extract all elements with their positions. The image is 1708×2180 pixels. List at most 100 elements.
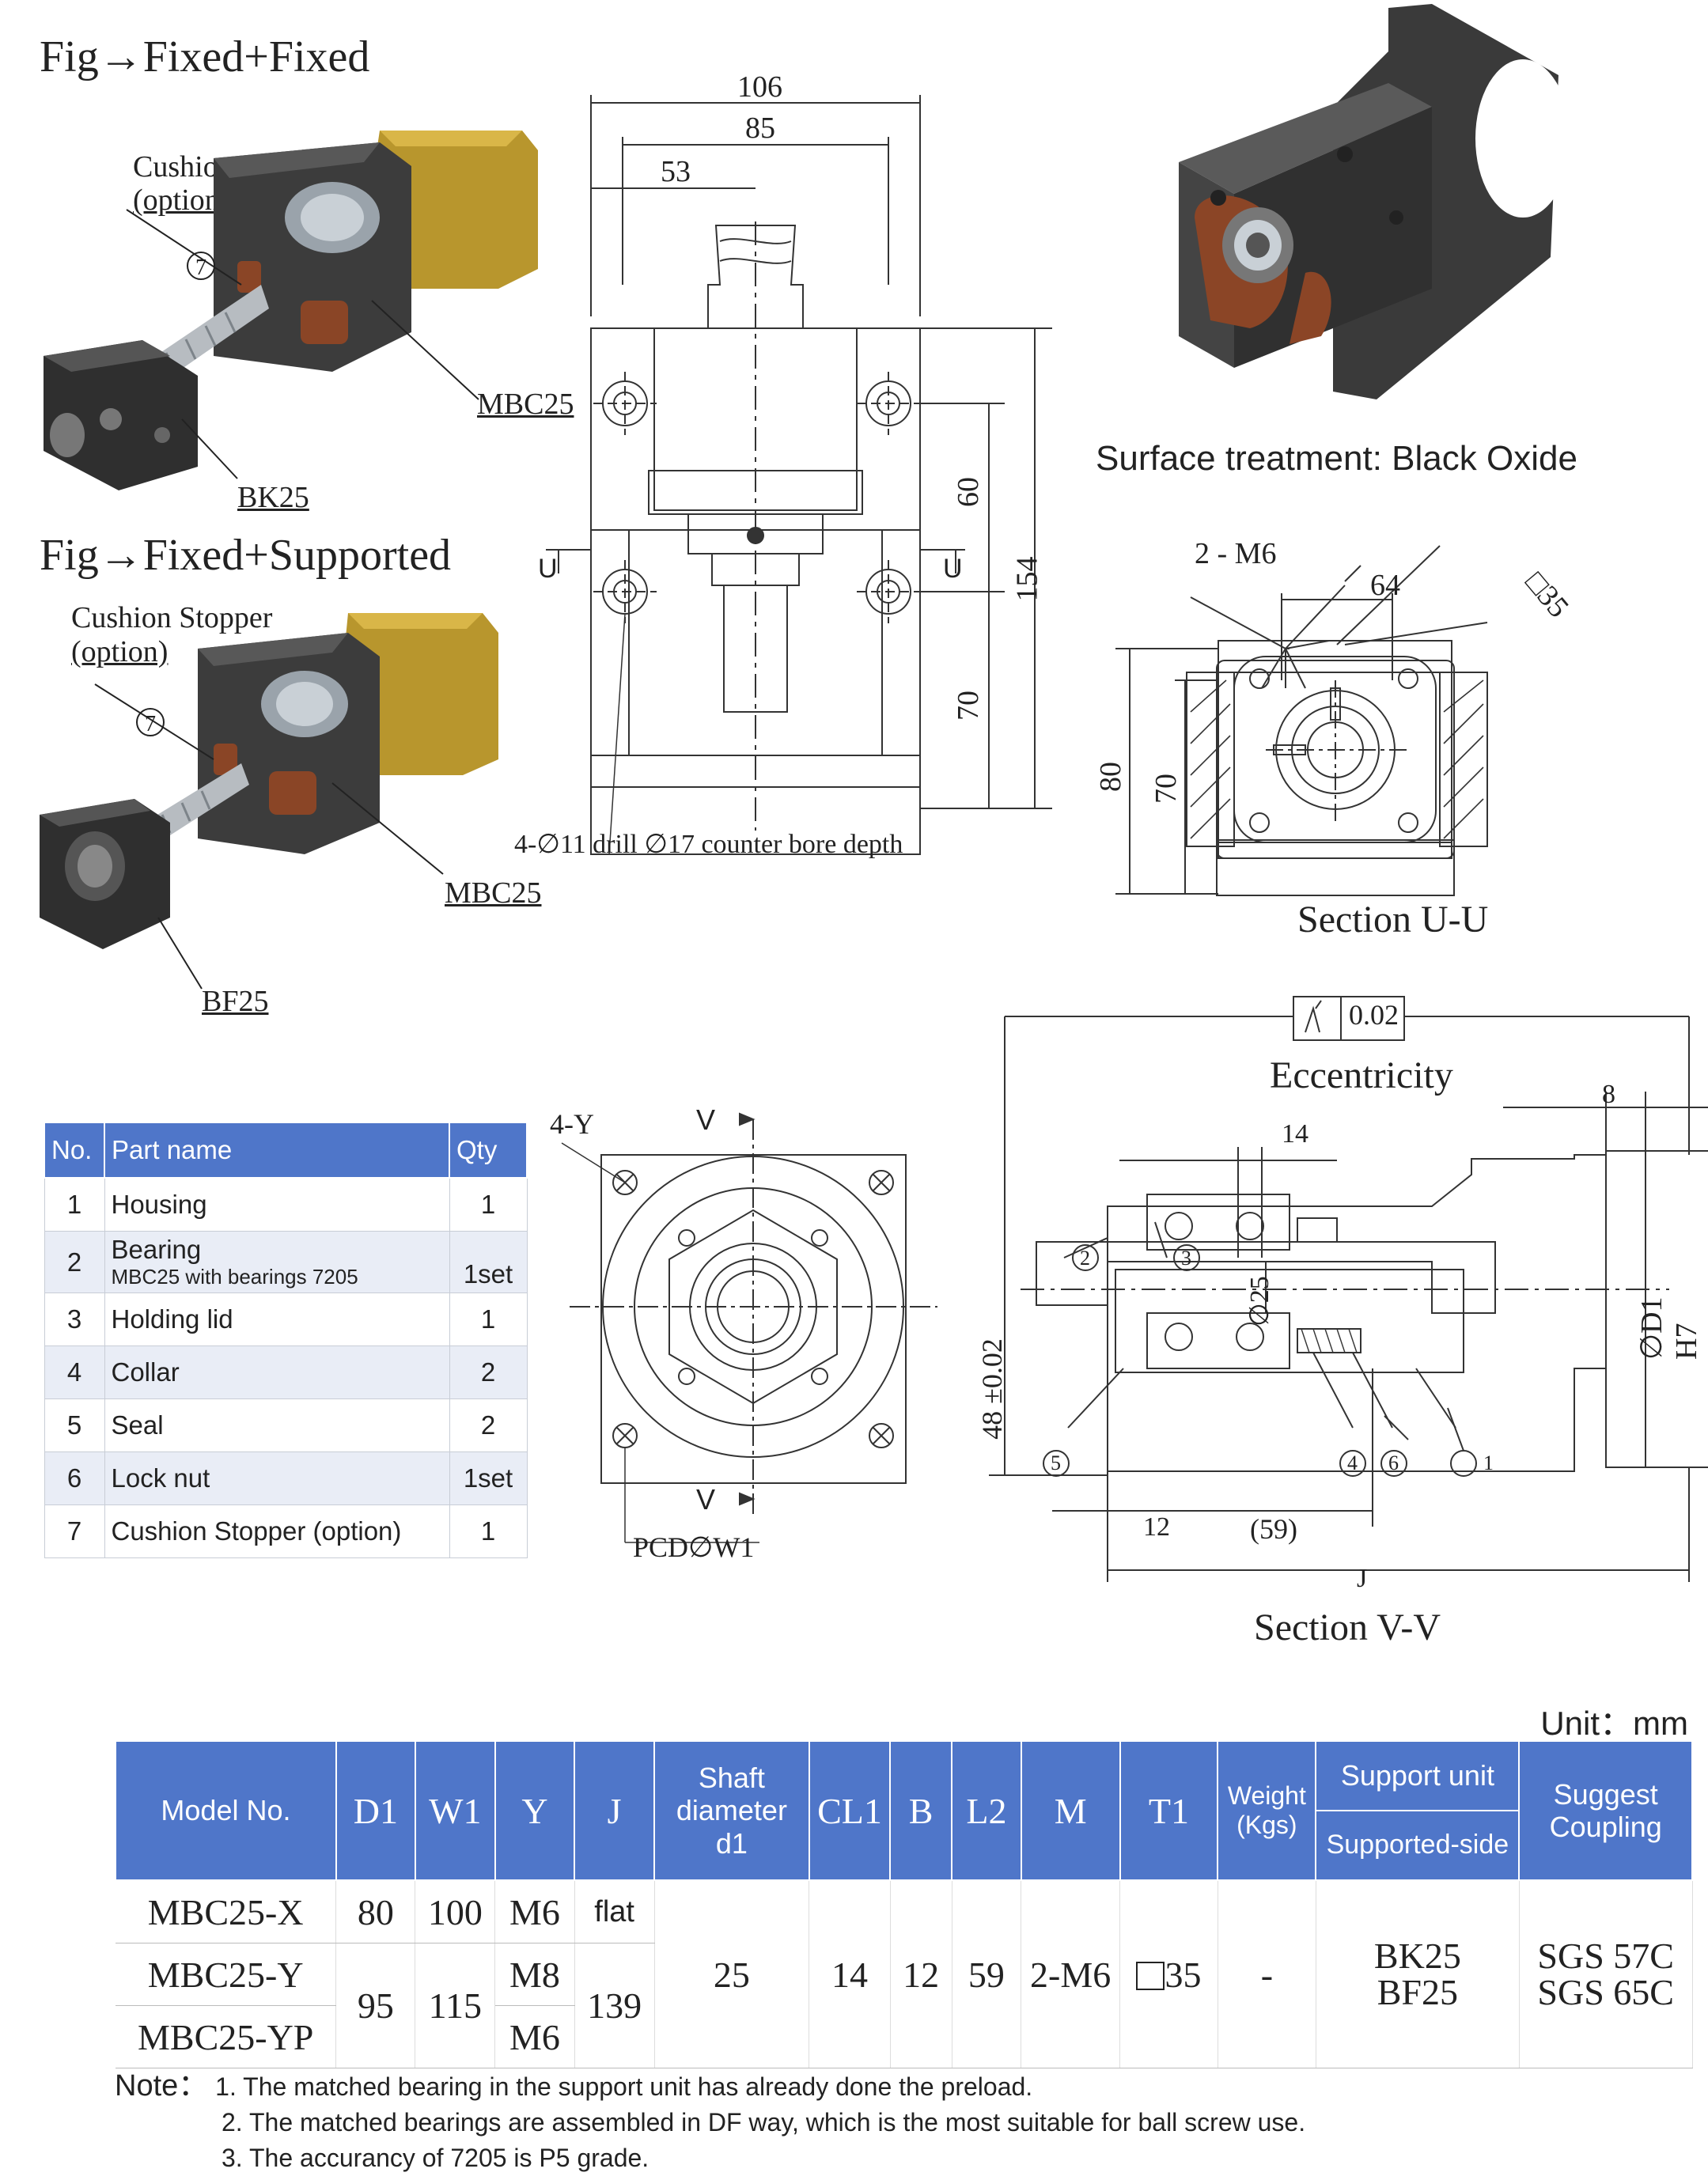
dim-8: 8: [1602, 1080, 1615, 1109]
thread-2-m6: 2 - M6: [1195, 537, 1277, 570]
fig-fixed-supported-title: Fig→Fixed+Supported: [40, 531, 452, 580]
part-name: Collar: [104, 1345, 450, 1399]
header-w1: W1: [414, 1740, 496, 1881]
section-uu-drawing: [1115, 545, 1488, 896]
note-1: 1. The matched bearing in the support un…: [215, 2072, 1033, 2101]
dim-70-section: 70: [1149, 774, 1183, 804]
model-cell: MBC25-YP: [116, 2005, 337, 2068]
svg-text:7: 7: [145, 712, 156, 736]
header-coupling: Suggest Coupling: [1518, 1740, 1693, 1881]
callout-6: 6: [1388, 1451, 1399, 1474]
callout-5: 5: [1051, 1451, 1061, 1474]
support-unit-1: BK25: [1373, 1936, 1461, 1976]
table-row: 2 Bearing MBC25 with bearings 7205 1set: [44, 1231, 528, 1293]
svg-text:7: 7: [195, 255, 206, 280]
section-mark-u-left: U: [538, 554, 558, 584]
bottom-view-drawing: [561, 1112, 937, 1543]
table-row: 6 Lock nut 1set: [44, 1451, 528, 1505]
dim-12: 12: [1143, 1512, 1170, 1542]
dim-154: 154: [1010, 556, 1044, 602]
surface-treatment-text: Surface treatment: Black Oxide: [1096, 439, 1577, 478]
mbc25-label-top: MBC25: [477, 388, 574, 421]
part-name: Cushion Stopper (option): [104, 1504, 450, 1558]
header-shaft: Shaft diameter d1: [653, 1740, 810, 1881]
fixed-fixed-render: 7: [44, 131, 538, 490]
header-b: B: [889, 1740, 953, 1881]
header-model: Model No.: [115, 1740, 337, 1881]
part-name: Housing: [104, 1177, 450, 1232]
y-cell: M6: [494, 2005, 575, 2068]
bk25-label: BK25: [237, 481, 309, 514]
dim-85: 85: [745, 112, 775, 145]
section-uu-title: Section U-U: [1297, 899, 1489, 941]
parts-header-name: Part name: [104, 1122, 450, 1179]
part-name-cell: Bearing MBC25 with bearings 7205: [104, 1231, 450, 1293]
part-name: Seal: [104, 1398, 450, 1452]
l2-cell: 59: [952, 1880, 1022, 2068]
t1-cell: 35: [1119, 1880, 1218, 2068]
bf25-label: BF25: [202, 985, 269, 1018]
part-qty: 1: [449, 1177, 528, 1232]
table-row: 7 Cushion Stopper (option) 1: [44, 1504, 528, 1558]
dim-60: 60: [952, 477, 985, 507]
header-weight: Weight (Kgs): [1217, 1740, 1317, 1881]
callout-4: 4: [1347, 1451, 1358, 1474]
table-row: 1 Housing 1: [44, 1177, 528, 1232]
coupling-cell: SGS 57C SGS 65C: [1519, 1880, 1693, 2068]
part-qty: 1set: [449, 1451, 528, 1505]
drill-note: 4-∅11 drill ∅17 counter bore depth: [514, 830, 903, 859]
header-support-unit: Support unit: [1315, 1740, 1521, 1811]
j-cell: 139: [574, 1943, 655, 2068]
front-view-drawing: [546, 95, 1052, 855]
notes-label: Note：: [115, 2069, 209, 2102]
header-m: M: [1020, 1740, 1121, 1881]
spec-table: Model No. D1 W1 Y J Shaft diameter d1 CL…: [115, 1740, 1693, 2068]
cushion-stopper-option-label-2: (option): [71, 635, 169, 668]
dim-64: 64: [1370, 569, 1400, 602]
section-mark-v-top: V: [696, 1103, 716, 1136]
model-cell: MBC25-Y: [116, 1943, 337, 2006]
header-cl1: CL1: [808, 1740, 892, 1881]
cushion-stopper-label-2: Cushion Stopper: [71, 601, 273, 634]
table-row: 4 Collar 2: [44, 1345, 528, 1399]
part-name: Lock nut: [104, 1451, 450, 1505]
callout-3: 3: [1181, 1247, 1191, 1270]
dim-14: 14: [1282, 1119, 1308, 1149]
part-no: 2: [44, 1231, 105, 1293]
dim-48: 48 ±0.02: [975, 1338, 1008, 1440]
part-no: 4: [44, 1345, 105, 1399]
dim-53: 53: [661, 155, 691, 188]
header-supported-side: Supported-side: [1315, 1810, 1521, 1881]
weight-cell: -: [1218, 1880, 1316, 2068]
y-cell: M8: [494, 1943, 575, 2006]
part-qty: 2: [449, 1345, 528, 1399]
part-qty: 1: [449, 1292, 528, 1346]
d1-cell: 80: [335, 1880, 416, 1943]
cl1-cell: 14: [809, 1880, 891, 2068]
t1-value: 35: [1165, 1954, 1202, 1995]
housing-render: [1179, 4, 1570, 399]
section-vv-title: Section V-V: [1254, 1607, 1441, 1648]
holes-4-y: 4-Y: [550, 1108, 594, 1140]
dim-j: J: [1357, 1564, 1368, 1593]
d1-cell: 95: [335, 1943, 416, 2068]
part-qty: 2: [449, 1398, 528, 1452]
w1-cell: 115: [415, 1943, 496, 2068]
parts-header-no: No.: [44, 1122, 105, 1179]
mbc25-label-bottom: MBC25: [445, 876, 542, 910]
section-mark-u-right: U: [943, 554, 963, 584]
table-row: 5 Seal 2: [44, 1398, 528, 1452]
part-subname: MBC25 with bearings 7205: [111, 1265, 358, 1289]
y-cell: M6: [494, 1880, 575, 1943]
header-t1: T1: [1119, 1740, 1219, 1881]
dim-106: 106: [737, 70, 782, 104]
model-cell: MBC25-X: [116, 1880, 337, 1943]
header-l2: L2: [951, 1740, 1022, 1881]
fig-fixed-fixed-title: Fig→Fixed+Fixed: [40, 32, 370, 81]
part-no: 7: [44, 1504, 105, 1558]
fixed-supported-render: 7: [40, 613, 498, 990]
w1-cell: 100: [415, 1880, 496, 1943]
support-cell: BK25 BF25: [1316, 1880, 1520, 2068]
d1-h7: ∅D1 H7: [1635, 1296, 1703, 1360]
tolerance-value: 0.02: [1349, 999, 1399, 1031]
